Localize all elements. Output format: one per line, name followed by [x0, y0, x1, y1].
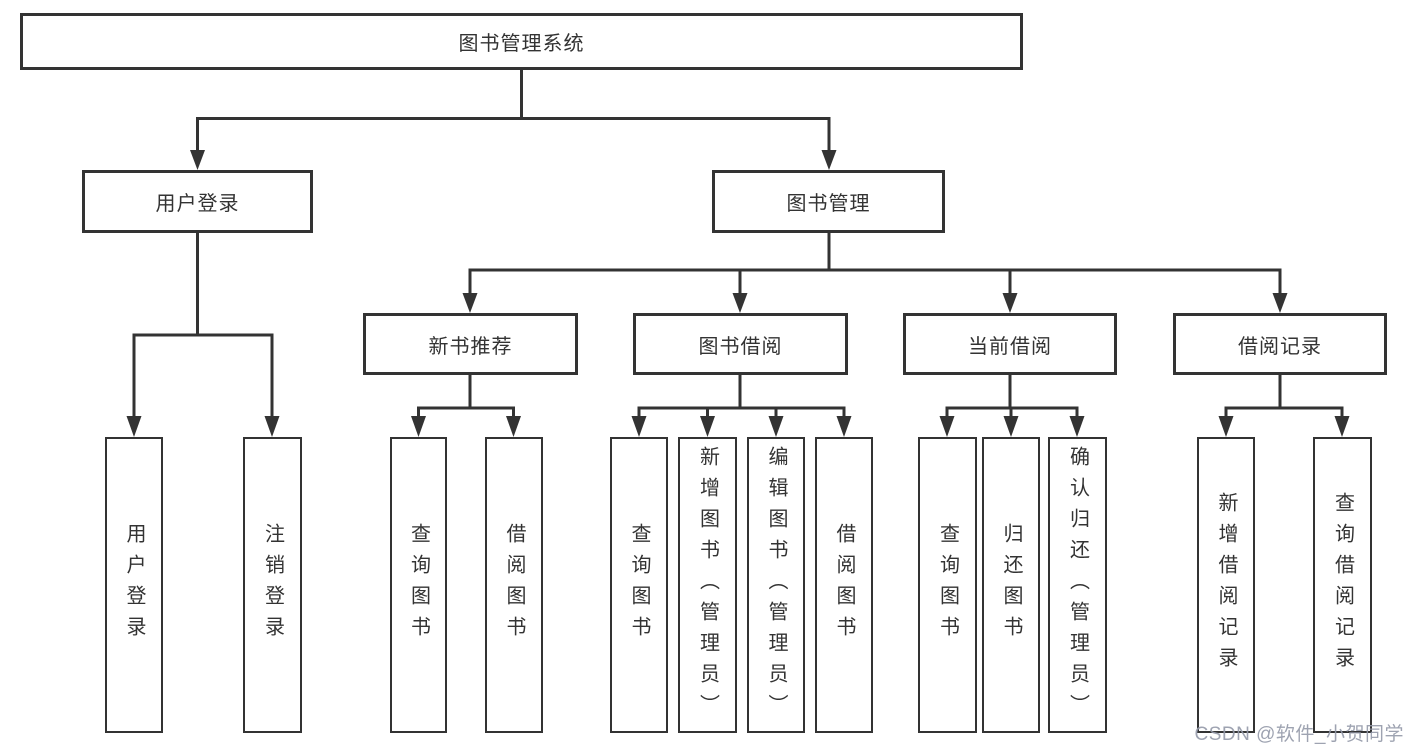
node-current-borrow: 当前借阅 — [903, 313, 1117, 375]
node-label: 借阅记录 — [1238, 335, 1322, 358]
leaf-logout: 注销登录 — [243, 437, 302, 733]
leaf-query-book-current: 查询图书 — [918, 437, 977, 733]
leaf-confirm-return-admin: 确认归还（管理员） — [1048, 437, 1107, 733]
node-label: 图书借阅 — [698, 335, 783, 358]
leaf-add-book-admin: 新增图书（管理员） — [678, 437, 737, 733]
arrowheads — [126, 150, 1350, 437]
node-user-login: 用户登录 — [82, 170, 313, 233]
node-book-borrow: 图书借阅 — [633, 313, 848, 375]
leaf-borrow-book: 借阅图书 — [815, 437, 873, 733]
node-new-book-recommend: 新书推荐 — [363, 313, 578, 375]
node-label: 图书管理系统 — [458, 33, 585, 55]
node-book-management: 图书管理 — [712, 170, 945, 233]
node-label: 借阅图书 — [833, 523, 855, 647]
node-label: 注销登录 — [261, 523, 284, 647]
leaf-query-book-borrow: 查询图书 — [610, 437, 668, 733]
node-label: 新增图书（管理员） — [696, 445, 719, 725]
node-label: 编辑图书（管理员） — [765, 445, 787, 725]
node-label: 查询图书 — [628, 523, 650, 647]
node-label: 当前借阅 — [968, 335, 1052, 358]
leaf-return-book: 归还图书 — [982, 437, 1040, 733]
node-label: 用户登录 — [123, 523, 145, 647]
leaf-query-book-recommend: 查询图书 — [390, 437, 447, 733]
node-label: 用户登录 — [155, 193, 240, 215]
node-label: 新增借阅记录 — [1215, 492, 1237, 678]
node-label: 确认归还（管理员） — [1066, 445, 1089, 725]
leaf-borrow-book-recommend: 借阅图书 — [485, 437, 543, 733]
node-label: 新书推荐 — [428, 335, 513, 358]
node-root-system: 图书管理系统 — [20, 13, 1023, 70]
node-borrow-records: 借阅记录 — [1173, 313, 1387, 375]
leaf-query-borrow-record: 查询借阅记录 — [1313, 437, 1372, 733]
node-label: 查询借阅记录 — [1331, 492, 1354, 678]
leaf-edit-book-admin: 编辑图书（管理员） — [747, 437, 805, 733]
leaf-add-borrow-record: 新增借阅记录 — [1197, 437, 1255, 733]
node-label: 借阅图书 — [503, 523, 525, 647]
node-label: 图书管理 — [786, 193, 871, 215]
node-label: 归还图书 — [1000, 523, 1022, 647]
node-label: 查询图书 — [936, 523, 959, 647]
node-label: 查询图书 — [407, 523, 430, 647]
leaf-user-login: 用户登录 — [105, 437, 163, 733]
csdn-watermark: CSDN @软件_小贺同学 — [1194, 724, 1404, 745]
